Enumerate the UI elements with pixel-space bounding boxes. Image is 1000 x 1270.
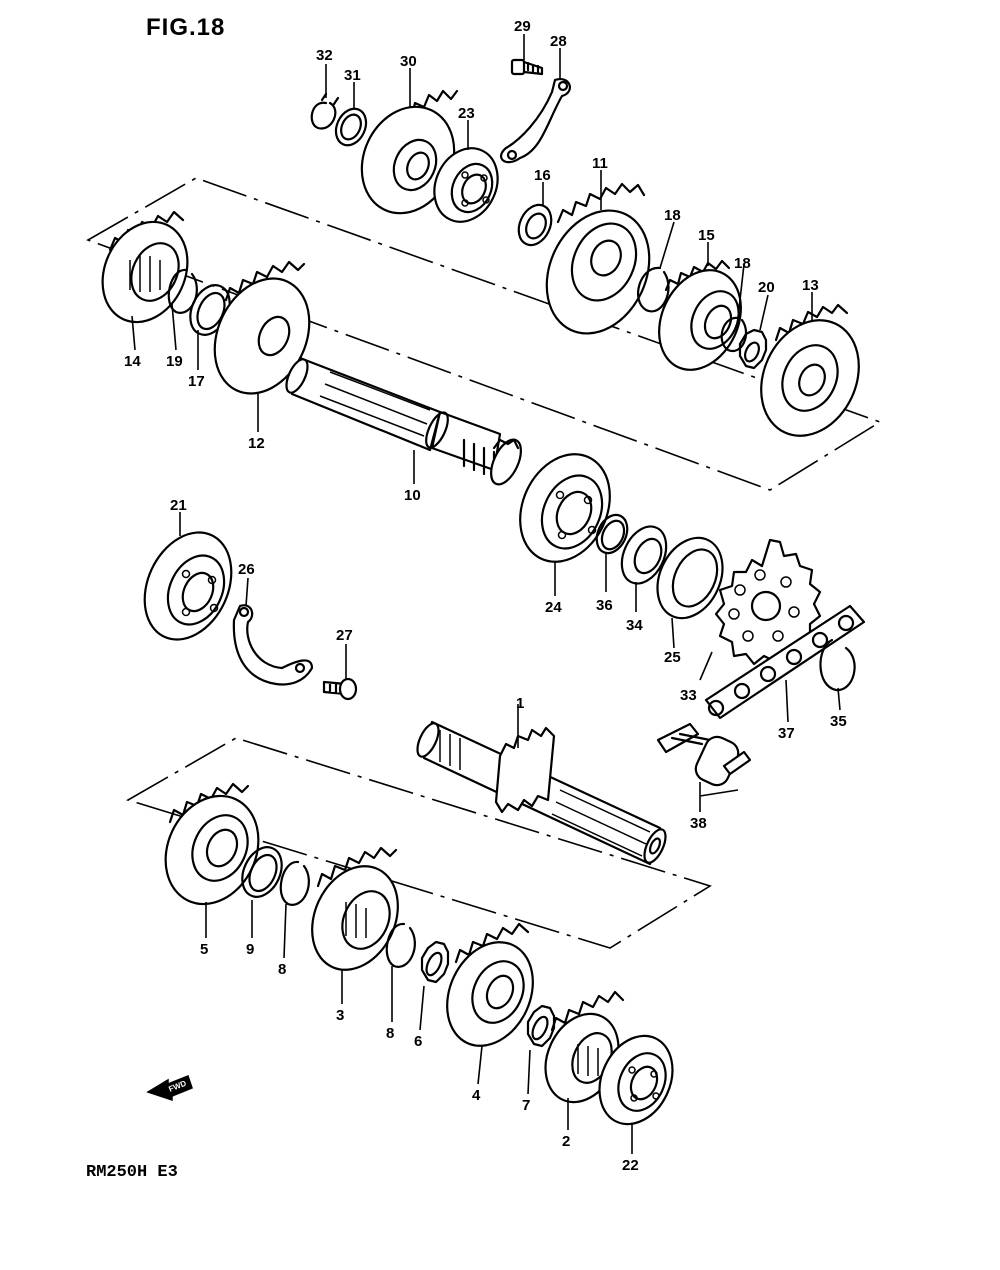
callout-37: 37 bbox=[778, 725, 795, 742]
callout-34: 34 bbox=[626, 617, 643, 634]
part-11-drawing bbox=[545, 182, 651, 335]
part-23-drawing bbox=[433, 147, 499, 223]
callout-5: 5 bbox=[200, 941, 208, 958]
callout-22: 22 bbox=[622, 1157, 639, 1174]
part-35-drawing bbox=[819, 638, 856, 692]
callout-26: 26 bbox=[238, 561, 255, 578]
callout-13: 13 bbox=[802, 277, 819, 294]
part-5-drawing bbox=[164, 782, 260, 906]
callout-24: 24 bbox=[545, 599, 562, 616]
callout-27: 27 bbox=[336, 627, 353, 644]
callout-18-upper: 18 bbox=[664, 207, 681, 224]
callout-28: 28 bbox=[550, 33, 567, 50]
part-36-drawing bbox=[595, 513, 629, 555]
part-29-drawing bbox=[510, 58, 544, 76]
part-30-drawing bbox=[360, 89, 459, 215]
part-1-drawing bbox=[416, 720, 667, 866]
part-19-drawing bbox=[167, 268, 198, 314]
callout-labels: 1 2 3 4 5 6 7 8 8 9 10 11 12 13 14 15 16… bbox=[124, 18, 847, 1174]
callout-32: 32 bbox=[316, 47, 333, 64]
callout-17: 17 bbox=[188, 373, 205, 390]
part-10-drawing bbox=[285, 356, 522, 486]
callout-38: 38 bbox=[690, 815, 707, 832]
callout-30: 30 bbox=[400, 53, 417, 70]
callout-2: 2 bbox=[562, 1133, 570, 1150]
part-15-drawing bbox=[658, 259, 742, 371]
callout-10: 10 bbox=[404, 487, 421, 504]
callout-25: 25 bbox=[664, 649, 681, 666]
callout-6: 6 bbox=[414, 1033, 422, 1050]
figure-title: FIG.18 bbox=[146, 14, 226, 41]
part-24-drawing bbox=[519, 453, 611, 563]
callout-14: 14 bbox=[124, 353, 141, 370]
leader-lines bbox=[131, 34, 841, 1154]
part-20-drawing bbox=[738, 328, 768, 370]
callout-4: 4 bbox=[472, 1087, 481, 1104]
callout-11: 11 bbox=[592, 155, 608, 172]
part-28-drawing bbox=[500, 78, 571, 164]
callout-12: 12 bbox=[248, 435, 265, 452]
part-8-lower-drawing bbox=[385, 922, 416, 968]
part-12-drawing bbox=[213, 260, 311, 395]
callout-29: 29 bbox=[514, 18, 531, 35]
callout-16: 16 bbox=[534, 167, 551, 184]
callout-1: 1 bbox=[516, 695, 524, 712]
part-14-drawing bbox=[101, 210, 189, 324]
callout-15: 15 bbox=[698, 227, 715, 244]
callout-3: 3 bbox=[336, 1007, 344, 1024]
callout-19: 19 bbox=[166, 353, 183, 370]
part-7-drawing bbox=[526, 1004, 556, 1048]
part-27-drawing bbox=[322, 677, 358, 701]
callout-8-lower: 8 bbox=[386, 1025, 394, 1042]
callout-8-upper: 8 bbox=[278, 961, 286, 978]
callout-20: 20 bbox=[758, 279, 775, 296]
callout-31: 31 bbox=[344, 67, 361, 84]
part-13-drawing bbox=[760, 303, 860, 437]
part-4-drawing bbox=[446, 922, 534, 1047]
part-32-drawing bbox=[310, 92, 340, 130]
callout-18-lower: 18 bbox=[734, 255, 751, 272]
part-16-drawing bbox=[517, 203, 553, 247]
callout-36: 36 bbox=[596, 597, 613, 614]
callout-21: 21 bbox=[170, 497, 187, 514]
part-25-drawing bbox=[656, 536, 724, 620]
part-38-drawing bbox=[656, 722, 752, 787]
callout-23: 23 bbox=[458, 105, 475, 122]
part-3-drawing bbox=[311, 846, 399, 971]
part-31-drawing bbox=[334, 107, 368, 147]
callout-35: 35 bbox=[830, 713, 847, 730]
part-21-drawing bbox=[143, 531, 233, 641]
part-34-drawing bbox=[620, 525, 668, 585]
model-code: RM250H E3 bbox=[86, 1163, 178, 1182]
callout-33: 33 bbox=[680, 687, 697, 704]
callout-7: 7 bbox=[522, 1097, 530, 1114]
part-6-drawing bbox=[420, 940, 450, 984]
part-9-drawing bbox=[241, 846, 283, 898]
countershaft-assembly-boundary bbox=[126, 737, 712, 949]
forward-arrow-icon: FWD bbox=[146, 1075, 193, 1102]
callout-9: 9 bbox=[246, 941, 254, 958]
part-26-drawing bbox=[232, 604, 314, 686]
part-18-upper-drawing bbox=[636, 266, 670, 313]
part-37-drawing bbox=[704, 604, 866, 720]
part-22-drawing bbox=[598, 1034, 674, 1126]
driveshaft-assembly-boundary bbox=[86, 177, 882, 491]
part-8-upper-drawing bbox=[279, 860, 310, 906]
